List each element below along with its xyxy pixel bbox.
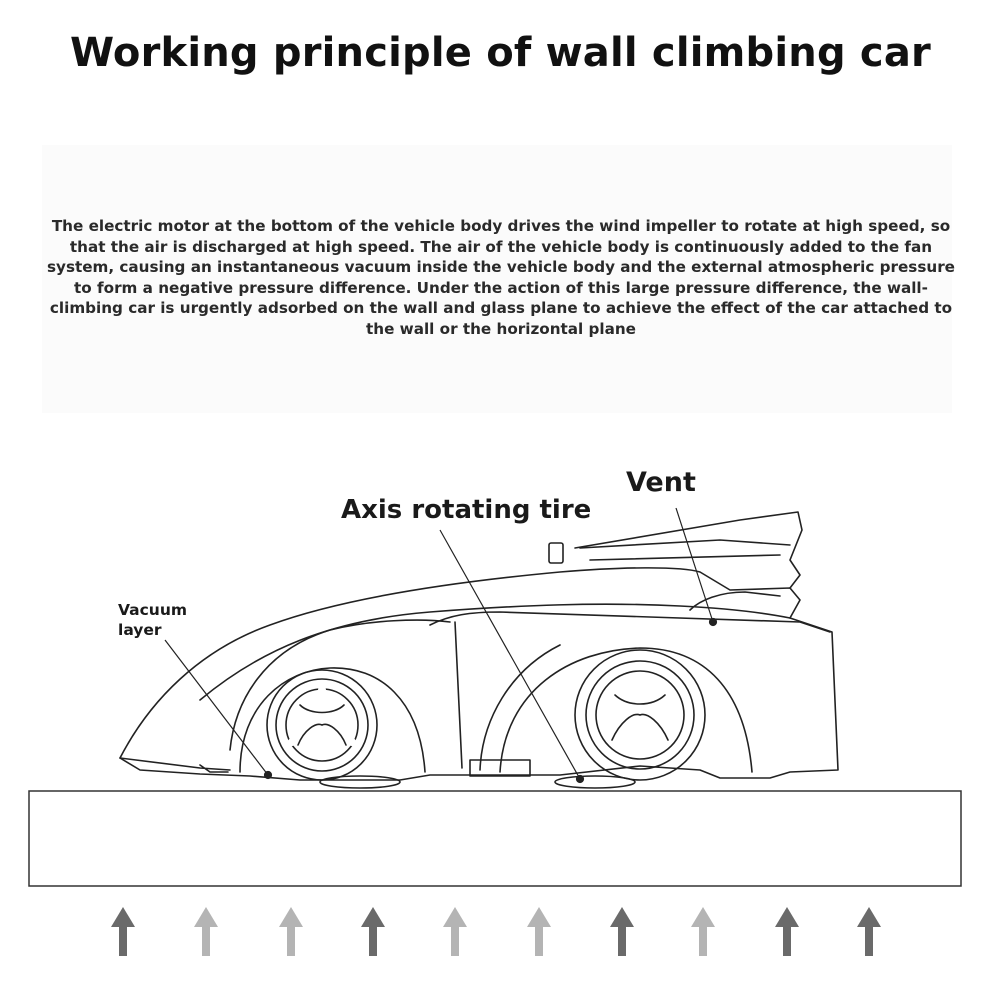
vacuum-layer-label: Vacuum layer — [118, 601, 188, 639]
description-panel — [42, 145, 952, 413]
pressure-arrow — [111, 907, 135, 956]
pressure-arrow — [775, 907, 799, 956]
vent-leader-line — [675, 507, 714, 623]
pressure-arrow — [361, 907, 385, 956]
vent-label: Vent — [626, 467, 696, 498]
rear-fender-line — [479, 644, 561, 771]
wall-surface — [28, 790, 962, 887]
car-door-line — [229, 619, 451, 751]
rear-wheel-arch — [499, 647, 753, 773]
front-wheel-arch — [239, 667, 426, 773]
pressure-arrow — [527, 907, 551, 956]
pressure-arrows — [111, 907, 881, 956]
axis-tire-leader-line — [439, 529, 581, 780]
vacuum-leader-dot — [263, 770, 273, 780]
car-vent-scoop — [689, 591, 781, 611]
axis-tire-label: Axis rotating tire — [341, 495, 592, 525]
pressure-arrow — [857, 907, 881, 956]
description-text: The electric motor at the bottom of the … — [47, 217, 955, 338]
car-nose — [119, 757, 231, 773]
page-title: Working principle of wall climbing car — [70, 30, 931, 76]
front-wheel — [266, 669, 401, 789]
car-side-panel — [429, 611, 831, 777]
car-spoiler — [574, 511, 803, 589]
car-body-outline — [119, 567, 839, 781]
pressure-arrow — [443, 907, 467, 956]
car-antenna — [548, 542, 564, 564]
vent-leader-dot — [708, 617, 718, 627]
pressure-arrow — [691, 907, 715, 956]
pressure-arrow — [279, 907, 303, 956]
pressure-arrow — [194, 907, 218, 956]
car-roof-line — [199, 603, 791, 701]
vacuum-leader-line — [164, 639, 269, 776]
rear-wheel — [554, 649, 706, 789]
axis-tire-leader-dot — [575, 774, 585, 784]
pressure-arrow — [610, 907, 634, 956]
